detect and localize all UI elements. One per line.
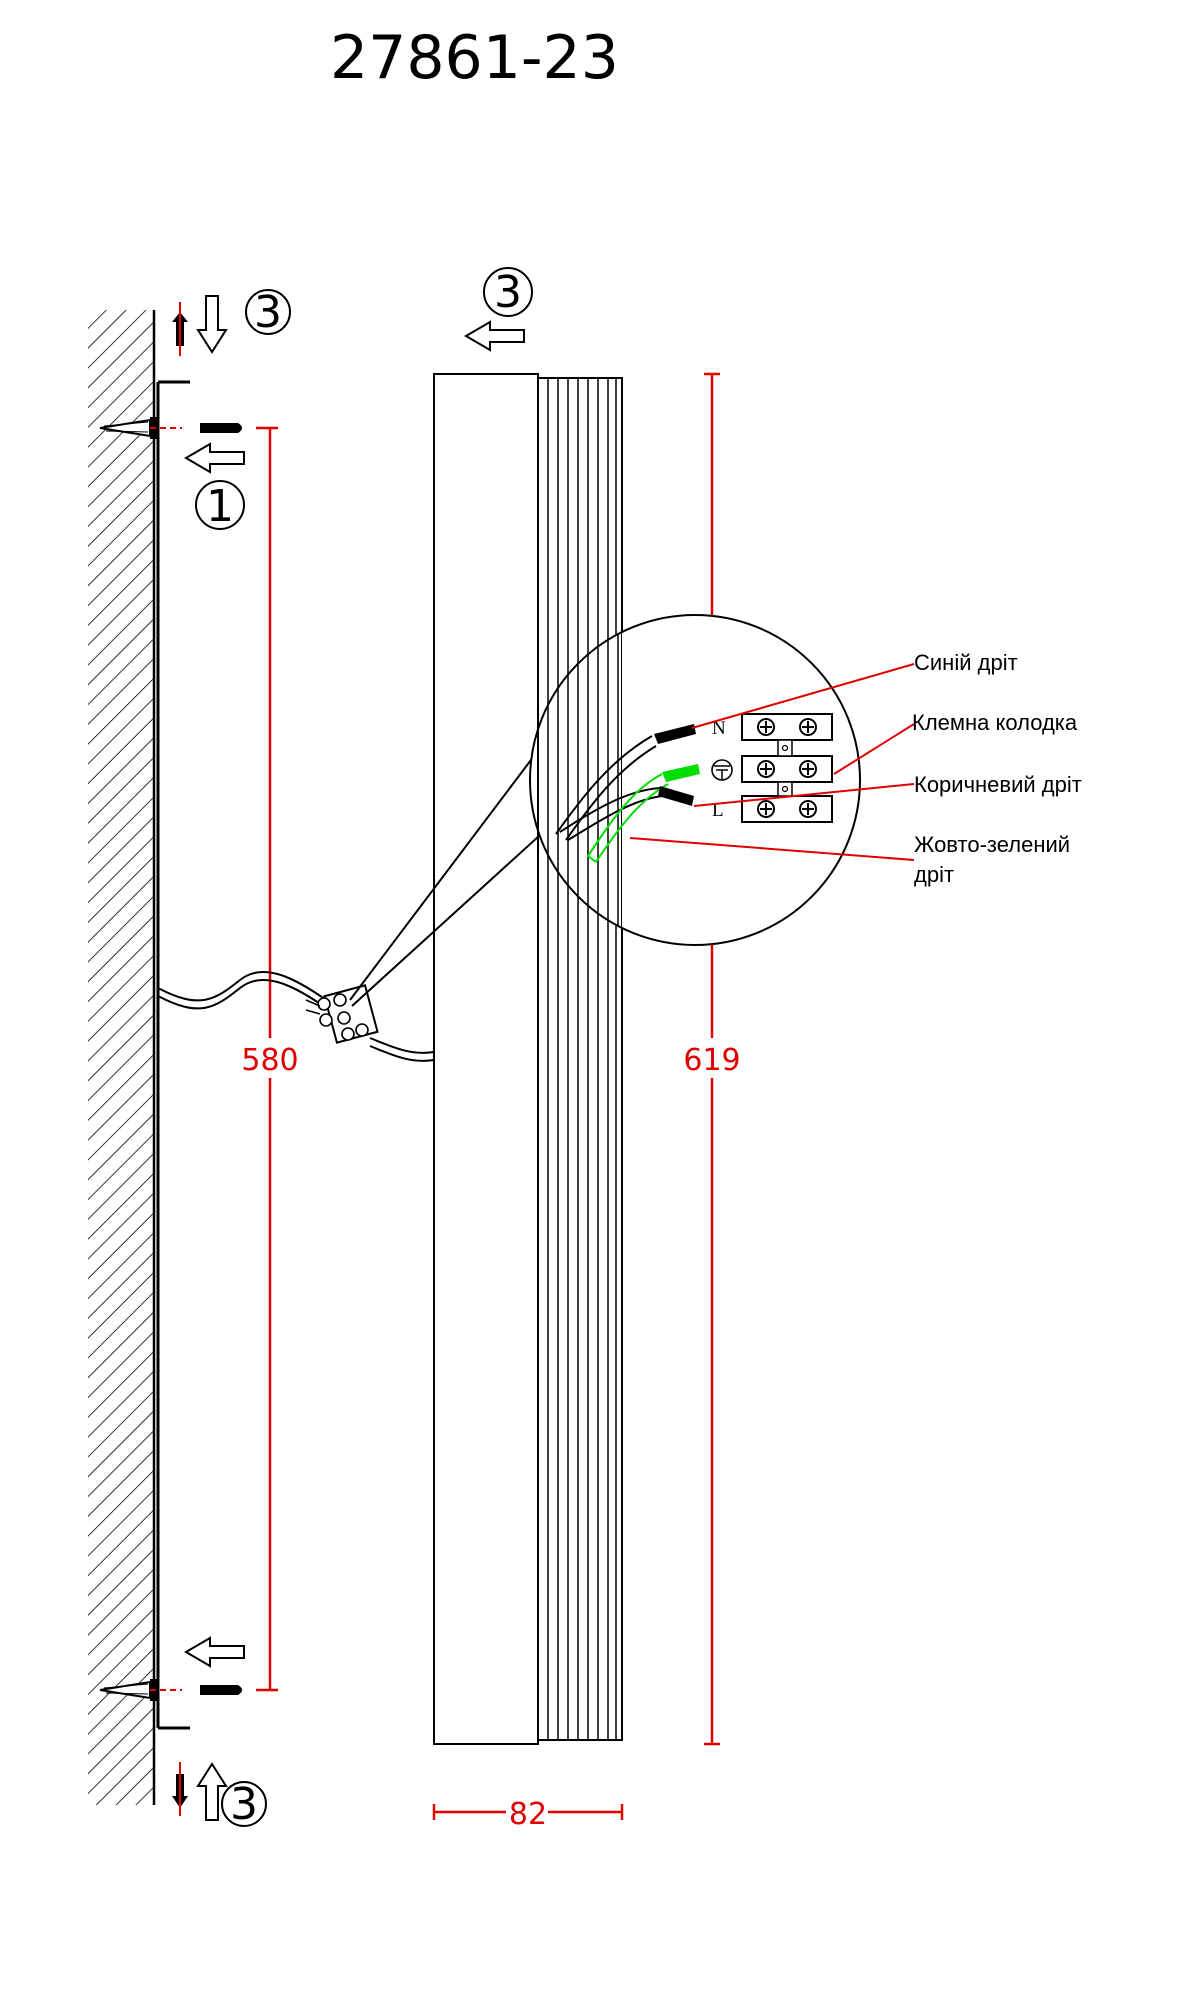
supply-cable bbox=[157, 971, 435, 1062]
blue-wire-label: Синій дріт bbox=[914, 650, 1018, 675]
svg-text:3: 3 bbox=[230, 1779, 258, 1830]
svg-text:580: 580 bbox=[241, 1043, 298, 1078]
mounting-bracket bbox=[156, 380, 190, 1730]
mount-height-dimension: 580 bbox=[240, 426, 300, 1692]
bottom-wall-screw-icon bbox=[99, 1679, 242, 1701]
neutral-terminal-label: N bbox=[712, 718, 726, 739]
live-terminal-label: L bbox=[712, 800, 724, 821]
earth-wire-label-line2: дріт bbox=[914, 862, 954, 887]
light-fixture bbox=[433, 373, 623, 1745]
callout-leader-terminal-block bbox=[833, 723, 915, 775]
left-arrow-icon bbox=[184, 442, 245, 474]
wire-connector-icon bbox=[305, 984, 379, 1044]
step-marker-bottom-mount: 3 bbox=[221, 1779, 267, 1830]
zoom-leader-line bbox=[351, 825, 551, 1007]
page-title: 27861-23 bbox=[330, 23, 619, 93]
left-arrow-icon bbox=[464, 320, 525, 352]
svg-text:619: 619 bbox=[683, 1043, 740, 1078]
earth-wire-label: Жовто-зелений bbox=[914, 832, 1070, 857]
wall bbox=[88, 310, 156, 1805]
earth-symbol-icon bbox=[711, 759, 733, 781]
fixture-depth-dimension: 82 bbox=[432, 1794, 624, 1832]
top-locking-screw-icon bbox=[172, 302, 188, 356]
brown-wire-label: Коричневий дріт bbox=[914, 772, 1082, 797]
terminal-block-label: Клемна колодка bbox=[912, 710, 1078, 735]
left-arrow-icon bbox=[184, 1636, 245, 1668]
svg-text:82: 82 bbox=[509, 1797, 547, 1832]
callout-leader-earth-wire bbox=[629, 837, 915, 861]
zoom-leader-line bbox=[349, 747, 541, 1001]
svg-text:1: 1 bbox=[206, 481, 234, 532]
terminal-block-icon bbox=[741, 713, 833, 823]
svg-text:3: 3 bbox=[494, 267, 522, 318]
step-marker-top-mount: 3 bbox=[245, 287, 291, 338]
callout-leader-brown-wire bbox=[693, 783, 915, 807]
fixture-height-dimension: 619 bbox=[682, 372, 742, 1746]
down-arrow-icon bbox=[196, 295, 228, 354]
bottom-locking-screw-icon bbox=[172, 1762, 188, 1816]
svg-text:3: 3 bbox=[254, 287, 282, 338]
callout-leader-blue-wire bbox=[691, 663, 915, 729]
top-wall-screw-icon bbox=[99, 417, 242, 439]
step-marker-first-screw: 1 bbox=[195, 480, 245, 532]
step-marker-fixture-slide: 3 bbox=[483, 267, 533, 318]
up-arrow-icon bbox=[196, 1762, 228, 1821]
